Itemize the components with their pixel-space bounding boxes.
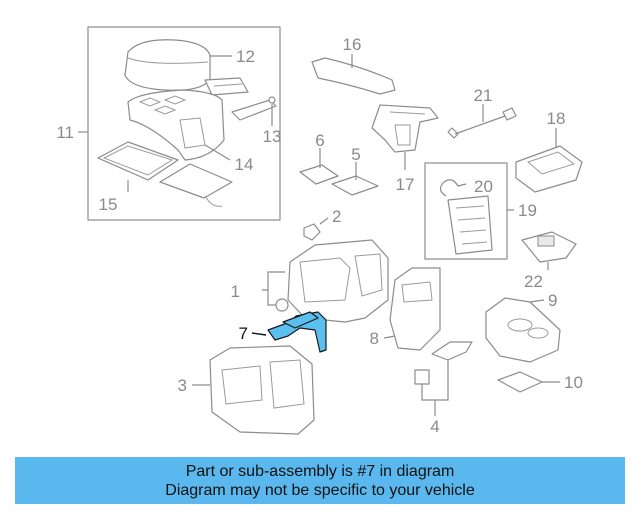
callout-8: 8 <box>370 329 379 348</box>
armrest-group-box <box>78 26 281 221</box>
callout-13: 13 <box>263 127 282 146</box>
part-9-cup-holder <box>485 297 561 363</box>
part-latch <box>204 77 249 96</box>
callout-19: 19 <box>518 201 537 220</box>
parts-diagram: 1 2 3 4 5 6 7 8 9 10 11 12 13 14 15 16 1… <box>56 26 583 436</box>
part-19-box <box>424 162 514 260</box>
callout-9: 9 <box>548 291 557 310</box>
part-13-hinge <box>231 96 277 126</box>
part-21-cable <box>447 104 517 139</box>
part-5-pad <box>331 162 379 196</box>
part-6-pad <box>299 148 339 185</box>
part-1-console-body <box>262 239 389 323</box>
callout-15: 15 <box>99 195 118 214</box>
callout-10: 10 <box>564 373 583 392</box>
part-4-clips <box>414 341 473 416</box>
callout-20: 20 <box>474 177 493 196</box>
callout-7[interactable]: 7 <box>239 324 248 343</box>
callout-2: 2 <box>332 207 341 226</box>
callout-12: 12 <box>236 47 255 66</box>
banner-line-2: Diagram may not be specific to your vehi… <box>165 481 475 499</box>
part-22-switch <box>521 231 577 270</box>
callout-1: 1 <box>231 282 240 301</box>
callout-18: 18 <box>547 109 566 128</box>
part-16-trim-strip <box>311 54 396 95</box>
callout-11: 11 <box>56 123 74 142</box>
callout-5: 5 <box>351 145 360 164</box>
part-2-clip <box>303 217 329 241</box>
part-7-bracket-highlight[interactable] <box>251 311 327 353</box>
part-20-switch <box>439 179 493 255</box>
part-3-lower-housing <box>192 345 315 435</box>
callout-4: 4 <box>430 417 439 436</box>
callout-21: 21 <box>474 86 493 105</box>
callout-22: 22 <box>524 272 543 291</box>
part-10-plate <box>497 371 560 393</box>
part-15-tray <box>97 141 179 192</box>
callout-16: 16 <box>343 35 362 54</box>
part-18-module <box>515 128 583 193</box>
callout-17: 17 <box>396 175 415 194</box>
part-17-bracket <box>371 104 439 170</box>
callout-6: 6 <box>315 131 324 150</box>
callout-3: 3 <box>178 376 187 395</box>
part-8-panel <box>383 267 441 351</box>
part-14-armrest-base <box>127 89 231 161</box>
callout-14: 14 <box>235 155 254 174</box>
banner-line-1: Part or sub-assembly is #7 in diagram <box>185 462 455 480</box>
info-banner: Part or sub-assembly is #7 in diagram Di… <box>15 457 625 504</box>
part-mat <box>159 163 233 207</box>
